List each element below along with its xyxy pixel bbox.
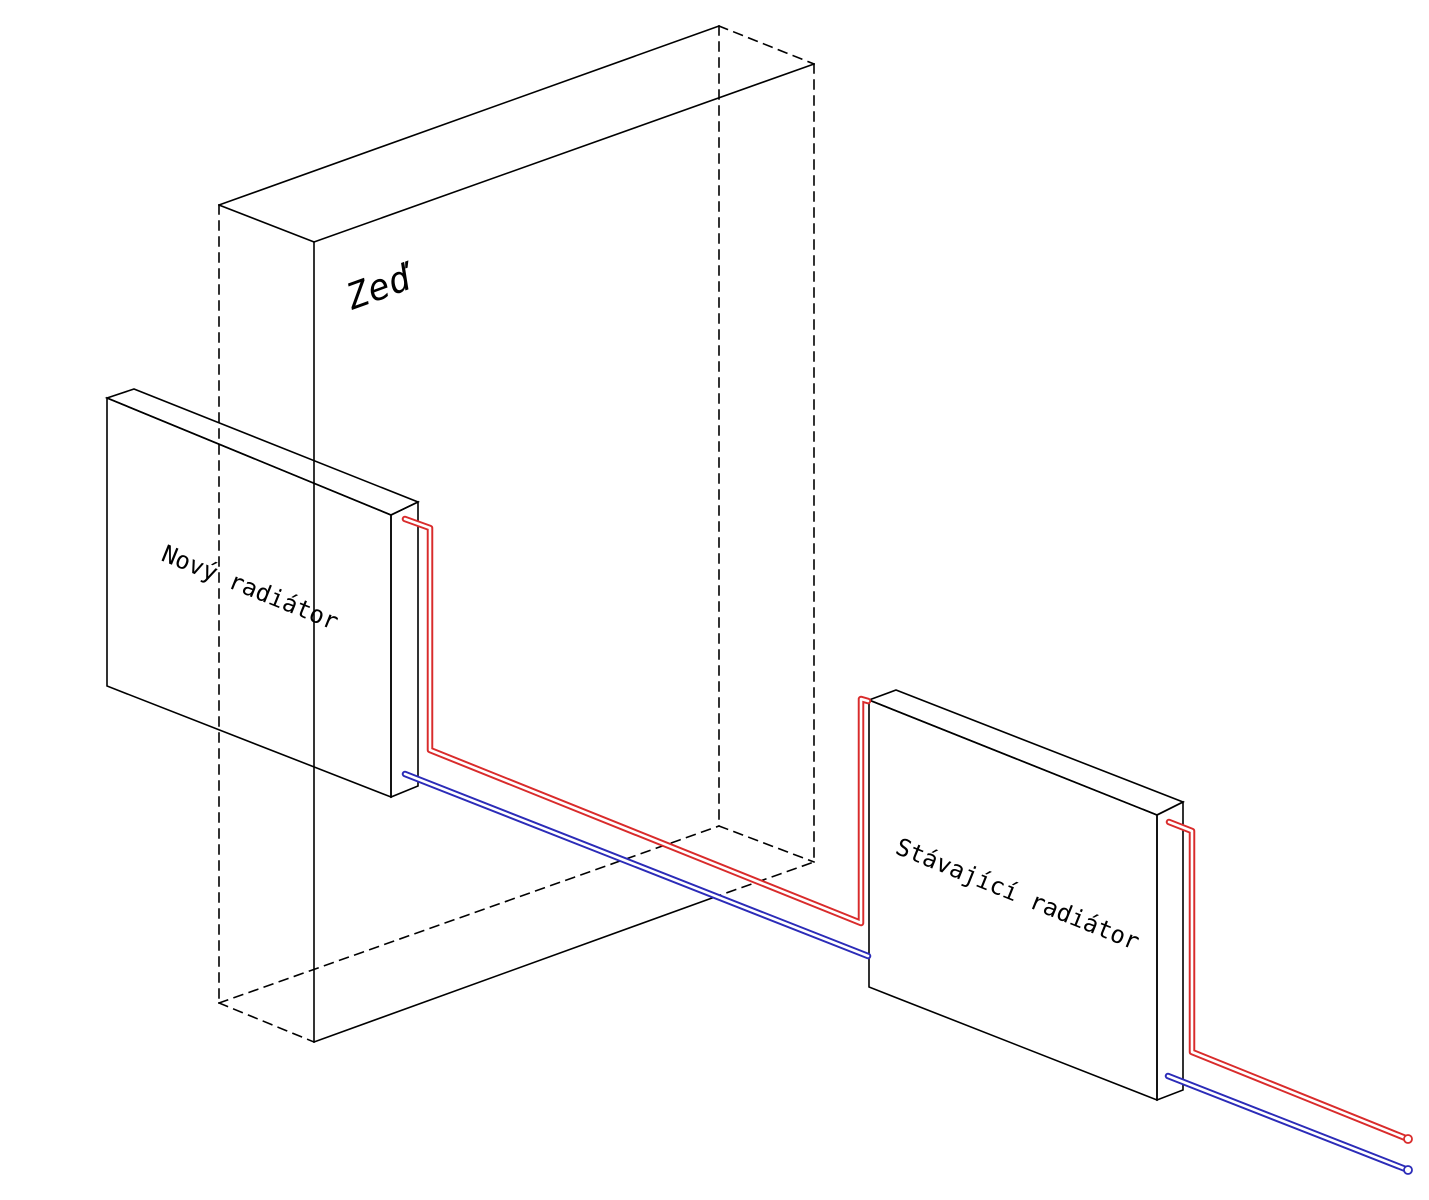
supply-pipe-outgoing <box>1165 818 1413 1144</box>
new-radiator <box>104 388 420 799</box>
existing-radiator-top-face <box>866 689 1185 816</box>
return-pipe-core <box>403 772 870 958</box>
wall-top-left-edge <box>217 203 316 244</box>
new-radiator-side-face <box>390 500 419 799</box>
supply-pipe-end-cap <box>1403 1134 1413 1144</box>
wall-bottom-right-edge <box>717 824 816 864</box>
wall-bottom-front-edge-hidden <box>710 860 816 900</box>
wall-top-front-edge <box>312 62 816 244</box>
wall-top-right-edge <box>717 24 816 66</box>
supply-pipe-between-radiators <box>401 515 872 927</box>
return-pipe-outgoing <box>1164 1072 1413 1175</box>
supply-pipe-outgoing-core <box>1167 820 1410 1141</box>
wall-top-back-edge <box>217 24 721 207</box>
return-pipe-end-cap <box>1403 1165 1413 1175</box>
existing-radiator-side-face <box>1156 800 1184 1102</box>
existing-radiator <box>866 689 1185 1102</box>
wall-bottom-left-edge <box>217 1001 316 1044</box>
existing-radiator-label: Stávající radiátor <box>892 833 1144 956</box>
return-pipe-between-radiators <box>401 770 872 960</box>
wall-box <box>217 24 816 1044</box>
wall-label: Zeď <box>340 256 421 319</box>
new-radiator-top-face <box>104 388 420 516</box>
wall-bottom-back-edge <box>217 824 721 1005</box>
wall-bottom-front-edge <box>312 896 714 1044</box>
supply-pipe-core <box>403 517 870 925</box>
return-pipe-outgoing-core <box>1166 1074 1410 1172</box>
